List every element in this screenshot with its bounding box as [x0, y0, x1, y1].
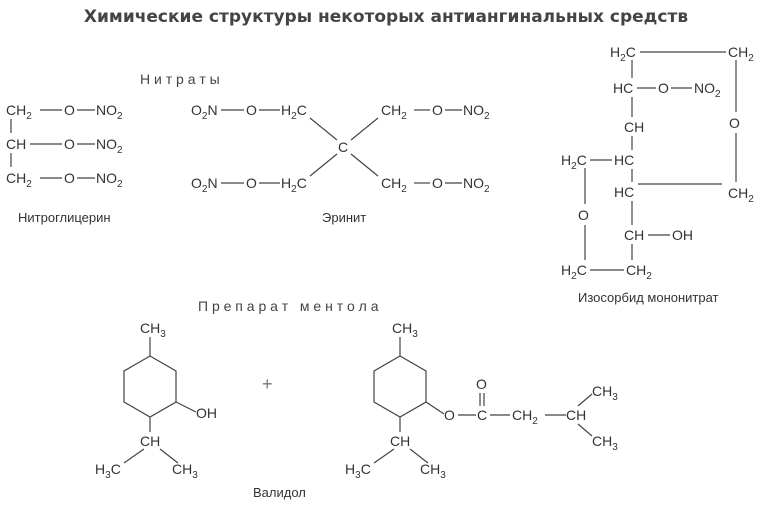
caption-isosorbide: Изосорбид мононитрат — [578, 290, 719, 305]
svg-text:HC: HC — [614, 152, 634, 168]
svg-text:H2C: H2C — [561, 262, 587, 282]
svg-text:O: O — [64, 102, 75, 118]
svg-text:CH2: CH2 — [512, 407, 538, 427]
svg-text:CH: CH — [624, 119, 644, 135]
svg-text:O: O — [246, 102, 257, 118]
svg-text:HC: HC — [613, 80, 633, 96]
svg-text:O: O — [432, 102, 443, 118]
caption-validol: Валидол — [253, 485, 306, 500]
svg-text:OH: OH — [196, 405, 217, 421]
svg-text:C: C — [477, 407, 487, 423]
svg-text:O: O — [246, 175, 257, 191]
svg-text:CH: CH — [6, 136, 26, 152]
svg-text:OH: OH — [672, 227, 693, 243]
plus-sign: + — [262, 374, 273, 394]
svg-text:CH: CH — [140, 433, 160, 449]
svg-text:O2N: O2N — [191, 175, 218, 195]
svg-text:NO2: NO2 — [96, 170, 123, 190]
svg-text:O: O — [64, 136, 75, 152]
svg-text:H2C: H2C — [281, 102, 307, 122]
svg-text:O: O — [444, 407, 455, 423]
svg-text:CH2: CH2 — [728, 185, 754, 205]
caption-nitroglycerin: Нитроглицерин — [18, 210, 111, 225]
svg-text:CH2: CH2 — [381, 102, 407, 122]
svg-text:H3C: H3C — [345, 461, 371, 481]
menthol-structure: CH3 OH CH H3C CH3 — [95, 320, 217, 481]
svg-text:H2C: H2C — [610, 44, 636, 64]
svg-text:O: O — [729, 115, 740, 131]
svg-text:H2C: H2C — [561, 152, 587, 172]
svg-text:O2N: O2N — [191, 102, 218, 122]
svg-text:C: C — [338, 139, 348, 155]
svg-text:CH: CH — [624, 227, 644, 243]
svg-text:HC: HC — [614, 184, 634, 200]
diagram-title: Химические структуры некоторых антиангин… — [84, 7, 688, 27]
svg-text:NO2: NO2 — [96, 136, 123, 156]
svg-text:CH: CH — [566, 407, 586, 423]
validol-structure: CH3 O C O CH2 CH CH3 CH3 CH H3C CH3 — [345, 320, 618, 481]
svg-text:CH3: CH3 — [140, 320, 166, 340]
svg-text:NO2: NO2 — [463, 175, 490, 195]
svg-text:CH2: CH2 — [728, 44, 754, 64]
erinit-structure: C O2N O H2C O2N O H2C CH2 O NO2 CH2 O NO… — [191, 102, 490, 195]
svg-text:CH2: CH2 — [626, 262, 652, 282]
svg-text:O: O — [476, 376, 487, 392]
svg-text:CH3: CH3 — [172, 461, 198, 481]
svg-text:H3C: H3C — [95, 461, 121, 481]
svg-text:O: O — [432, 175, 443, 191]
svg-text:CH3: CH3 — [392, 320, 418, 340]
svg-text:CH3: CH3 — [420, 461, 446, 481]
caption-erinit: Эринит — [322, 210, 366, 225]
isosorbide-structure: H2C CH2 HC O NO2 O CH H2C HC HC CH2 O CH — [561, 44, 754, 282]
svg-text:CH2: CH2 — [6, 170, 32, 190]
svg-text:O: O — [658, 80, 669, 96]
svg-text:CH3: CH3 — [592, 383, 618, 403]
svg-text:CH2: CH2 — [6, 102, 32, 122]
nitroglycerin-structure: CH2 O NO2 CH O NO2 CH2 O NO2 — [6, 102, 123, 190]
section-nitrates: Н и т р а т ы — [140, 71, 220, 87]
svg-text:NO2: NO2 — [463, 102, 490, 122]
svg-text:CH: CH — [390, 433, 410, 449]
svg-text:O: O — [64, 170, 75, 186]
section-menthol: П р е п а р а т м е н т о л а — [198, 298, 379, 314]
svg-text:NO2: NO2 — [96, 102, 123, 122]
svg-text:NO2: NO2 — [694, 80, 721, 100]
svg-text:O: O — [578, 207, 589, 223]
svg-text:H2C: H2C — [281, 175, 307, 195]
svg-text:CH2: CH2 — [381, 175, 407, 195]
svg-text:CH3: CH3 — [592, 433, 618, 453]
